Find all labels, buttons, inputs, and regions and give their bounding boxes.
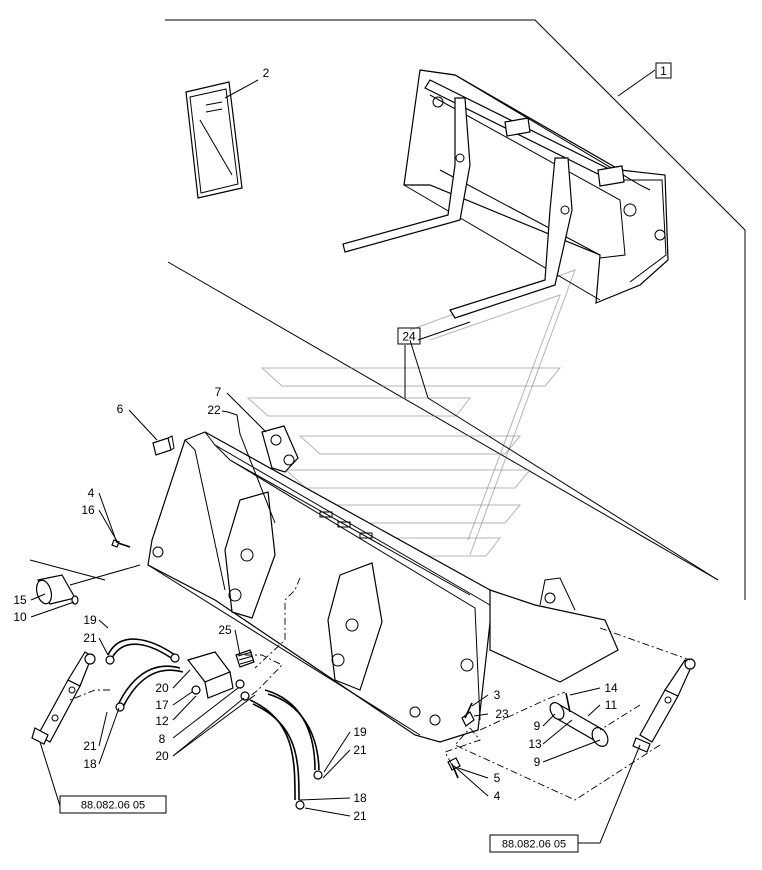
hydraulic-hoses-right	[249, 689, 323, 810]
callout-numbers: 2 7 22 6 4 16 15 10 19 21 25 20 17 12 8 …	[13, 66, 618, 823]
callout-box-24: 24	[397, 327, 421, 345]
callout-3-label: 3	[494, 688, 501, 702]
callout-9-label-b: 9	[534, 755, 541, 769]
callout-15-label: 15	[13, 593, 27, 607]
callout-11-label: 11	[605, 698, 618, 712]
callout-13-label: 13	[528, 737, 542, 751]
assembly-dashdot-lines	[69, 577, 691, 801]
callout-9-label-a: 9	[534, 719, 541, 733]
fork-bucket-assembly	[342, 69, 669, 319]
callout-19-label-b: 19	[353, 725, 367, 739]
spring-part-25	[235, 649, 255, 668]
main-bucket-body	[147, 425, 619, 743]
callout-24-leaders	[404, 321, 719, 581]
assembly-1-bracket	[165, 19, 746, 600]
callout-23-label: 23	[495, 707, 509, 721]
callout-5-label: 5	[494, 771, 501, 785]
callout-21-label-c: 21	[353, 743, 367, 757]
pivot-pin-assembly	[549, 692, 609, 747]
callout-24-label: 24	[402, 330, 416, 344]
reference-box-left[interactable]: 88.082.06 05	[59, 795, 167, 814]
right-hydraulic-cylinder	[632, 658, 696, 753]
callout-14-label: 14	[604, 681, 618, 695]
callout-10-label: 10	[13, 610, 27, 624]
callout-8-label: 8	[159, 732, 166, 746]
callout-25-label: 25	[218, 623, 232, 637]
callout-1-label: 1	[660, 64, 667, 78]
valve-block-part	[186, 651, 250, 701]
callout-4-label-a: 4	[88, 486, 95, 500]
wear-block-part	[152, 435, 175, 456]
callout-20-label-a: 20	[155, 681, 169, 695]
callout-18-label-b: 18	[353, 791, 367, 805]
bolt-group-right	[447, 702, 475, 779]
reference-right-label: 88.082.06 05	[502, 839, 566, 851]
callout-21-label-b: 21	[83, 739, 97, 753]
callout-leaders	[30, 79, 641, 844]
callout-16-label: 16	[81, 503, 95, 517]
hydraulic-hoses-left	[105, 638, 184, 712]
callout-22-label: 22	[207, 403, 221, 417]
left-hydraulic-cylinder	[31, 651, 96, 745]
callout-2-label: 2	[263, 66, 270, 80]
manual-document-part	[185, 81, 243, 199]
callout-17-label: 17	[155, 698, 169, 712]
callout-18-label-a: 18	[83, 757, 97, 771]
callout-4-label-b: 4	[494, 789, 501, 803]
callout-12-label: 12	[155, 714, 169, 728]
callout-21-label-a: 21	[83, 631, 97, 645]
reference-box-right[interactable]: 88.082.06 05	[489, 834, 579, 853]
callout-19-label-a: 19	[83, 613, 97, 627]
callout-21-label-d: 21	[353, 809, 367, 823]
callout-7-label: 7	[215, 385, 222, 399]
pin-part-15	[29, 559, 141, 605]
reference-left-label: 88.082.06 05	[81, 800, 145, 812]
callout-20-label-b: 20	[155, 749, 169, 763]
callout-box-1: 1	[655, 62, 672, 79]
callout-6-label: 6	[117, 402, 124, 416]
bolt-part-4	[111, 539, 131, 548]
